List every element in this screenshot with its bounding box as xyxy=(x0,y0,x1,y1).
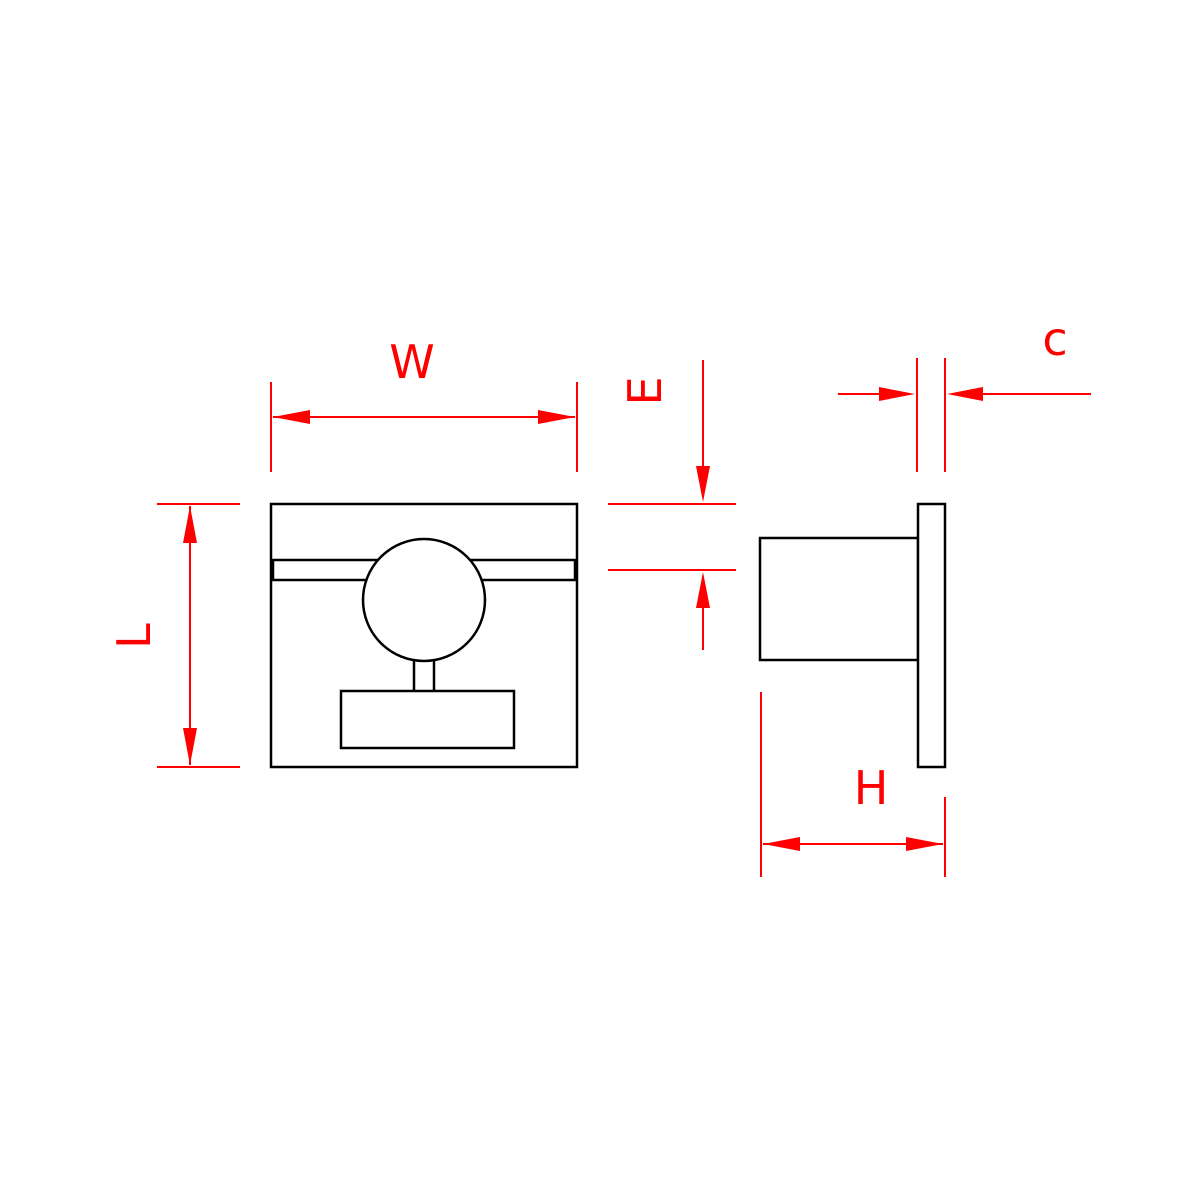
front-view xyxy=(269,502,579,769)
w-label: W xyxy=(389,335,434,389)
w-arrow-right xyxy=(538,410,575,424)
dimension-c: c xyxy=(838,312,1091,472)
h-label: H xyxy=(854,761,889,815)
h-arrow-right xyxy=(906,837,943,851)
front-view-knob xyxy=(361,537,487,663)
w-arrow-left xyxy=(273,410,310,424)
l-arrow-bottom xyxy=(183,728,197,765)
c-label: c xyxy=(1042,312,1067,366)
c-arrow-left xyxy=(879,387,915,401)
e-arrow-bottom xyxy=(696,572,710,608)
side-view xyxy=(758,502,947,769)
side-view-knob-body xyxy=(758,536,920,662)
dimension-l: L xyxy=(107,503,240,768)
l-arrow-top xyxy=(183,506,197,543)
dimension-e: E xyxy=(608,360,736,650)
front-view-base-block xyxy=(339,689,516,750)
dimension-h: H xyxy=(760,692,946,877)
l-label: L xyxy=(107,623,161,649)
e-arrow-top xyxy=(696,466,710,502)
h-arrow-left xyxy=(763,837,800,851)
side-view-plate xyxy=(916,502,947,769)
dimension-w: W xyxy=(270,335,578,472)
c-arrow-right xyxy=(947,387,983,401)
e-label: E xyxy=(618,376,672,405)
